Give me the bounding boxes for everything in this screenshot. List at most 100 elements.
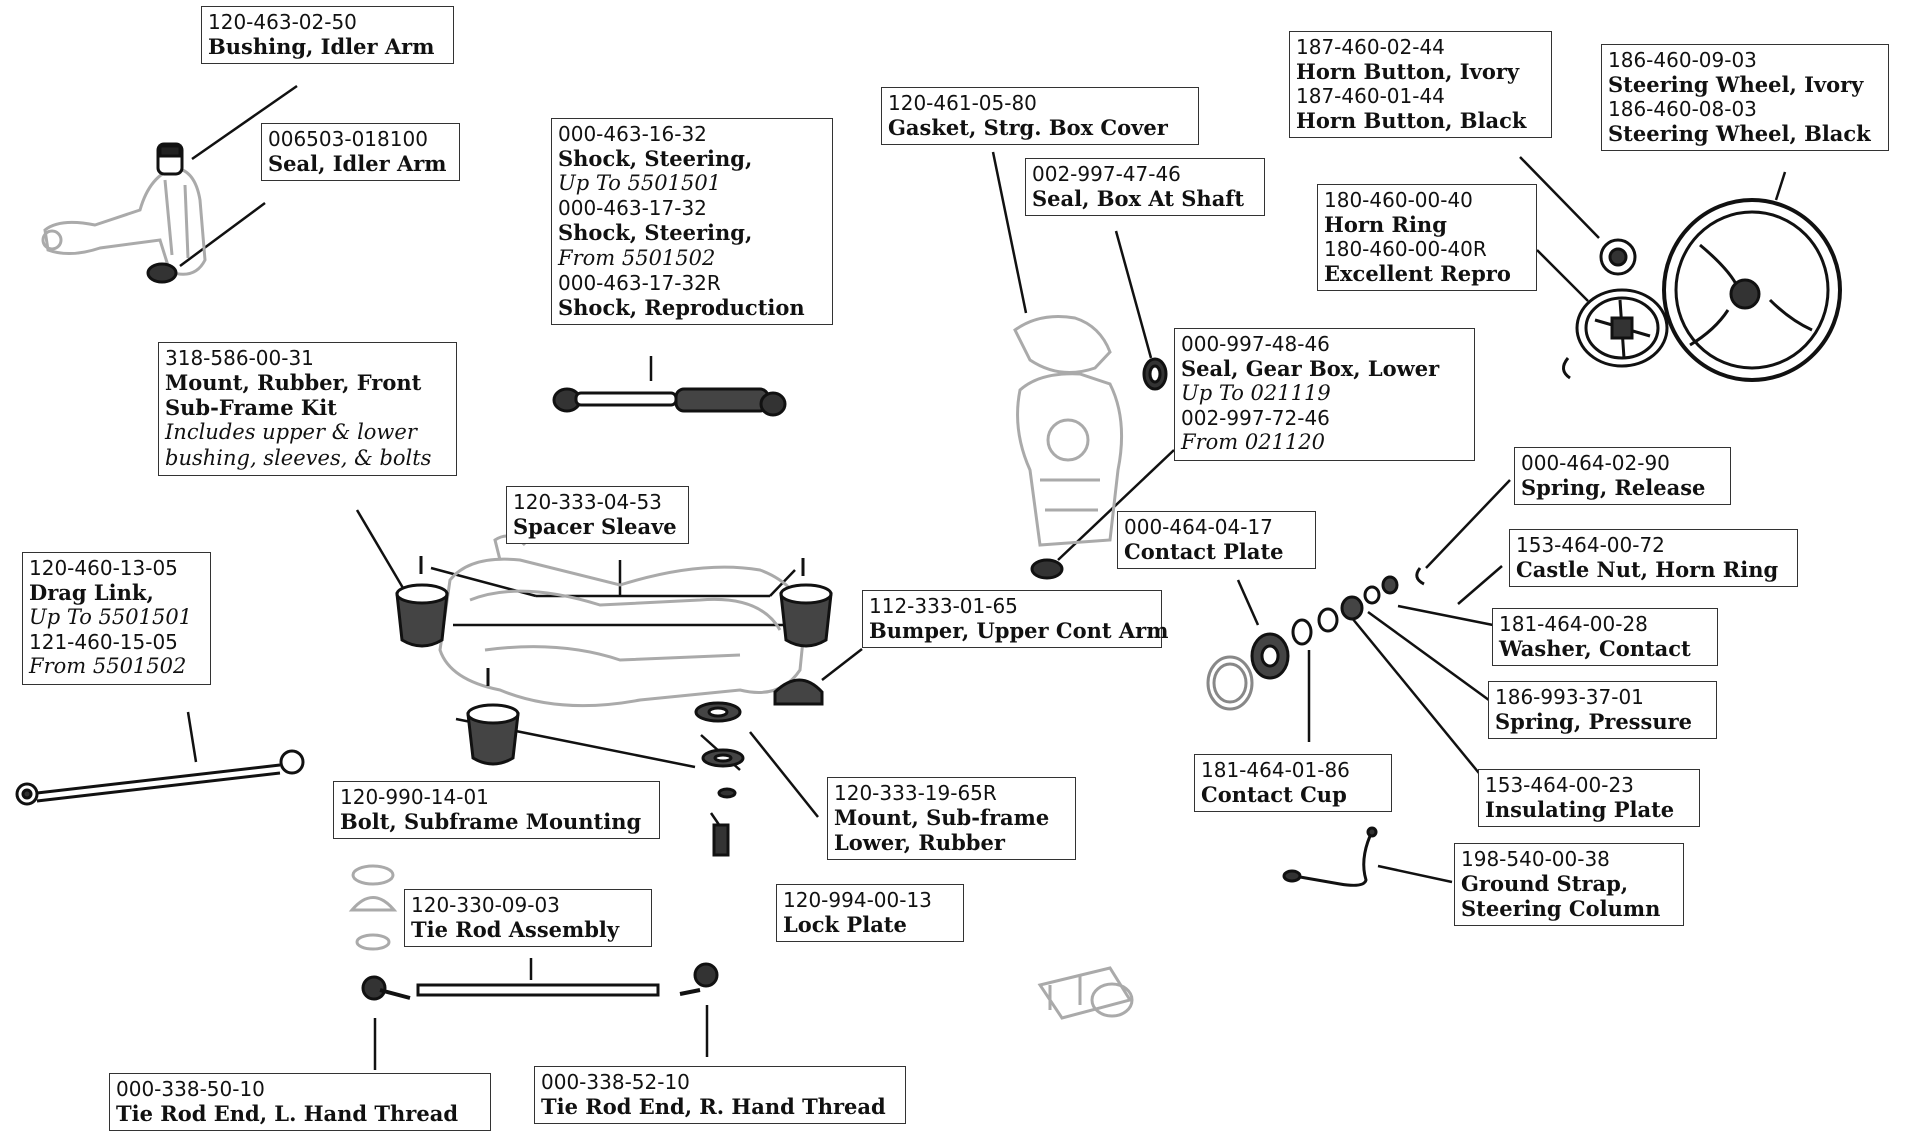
part-number: 120-333-19-65R xyxy=(834,781,997,805)
part-number: 120-333-04-53 xyxy=(513,490,662,514)
callout-mount-subframe-lower: 120-333-19-65R Mount, Sub-frame Lower, R… xyxy=(827,777,1076,861)
part-note: From 5501502 xyxy=(29,654,187,679)
part-name: Mount, Sub-frame xyxy=(834,805,1050,830)
part-number: 187-460-02-44 xyxy=(1296,35,1445,59)
part-name: Gasket, Strg. Box Cover xyxy=(888,115,1168,140)
idler-arm-art xyxy=(41,166,207,276)
part-number: 112-333-01-65 xyxy=(869,594,1018,618)
callout-seal-gear-box-lower: 000-997-48-46 Seal, Gear Box, Lower Up T… xyxy=(1174,328,1475,461)
part-number: 180-460-00-40R xyxy=(1324,237,1487,262)
part-number: 000-464-04-17 xyxy=(1124,515,1273,539)
part-name: Spacer Sleave xyxy=(513,514,677,539)
subframe-art xyxy=(438,534,807,708)
part-number: 187-460-01-44 xyxy=(1296,84,1445,109)
part-name: Lock Plate xyxy=(783,912,907,937)
part-name: Castle Nut, Horn Ring xyxy=(1516,557,1779,582)
steering-box-art xyxy=(1013,315,1124,547)
callout-lock-plate: 120-994-00-13 Lock Plate xyxy=(776,884,964,943)
horn-contact-art xyxy=(1206,567,1425,711)
part-number: 181-464-00-28 xyxy=(1499,612,1648,636)
callout-washer-contact: 181-464-00-28 Washer, Contact xyxy=(1492,608,1718,667)
part-name: Contact Plate xyxy=(1124,539,1284,564)
callout-contact-cup: 181-464-01-86 Contact Cup xyxy=(1194,754,1392,813)
callout-bushing-idler-arm: 120-463-02-50 Bushing, Idler Arm xyxy=(201,6,454,65)
part-number: 002-997-72-46 xyxy=(1181,406,1330,431)
part-number: 318-586-00-31 xyxy=(165,346,314,370)
part-note: From 021120 xyxy=(1181,430,1326,455)
part-number: 153-464-00-23 xyxy=(1485,773,1634,797)
part-number: 000-463-17-32R xyxy=(558,270,721,295)
idler-arm-parts xyxy=(146,142,184,284)
part-name: Drag Link, xyxy=(29,580,154,605)
subframe-mounts xyxy=(395,556,833,857)
column-coupler-art xyxy=(1037,966,1134,1020)
callout-bolt-subframe: 120-990-14-01 Bolt, Subframe Mounting xyxy=(333,781,660,840)
callout-steering-wheel: 186-460-09-03 Steering Wheel, Ivory 186-… xyxy=(1601,44,1889,152)
part-number: 000-464-02-90 xyxy=(1521,451,1670,475)
callout-tie-rod-end-right: 000-338-52-10 Tie Rod End, R. Hand Threa… xyxy=(534,1066,906,1125)
callout-horn-button: 187-460-02-44 Horn Button, Ivory 187-460… xyxy=(1289,31,1552,139)
part-name: Seal, Gear Box, Lower xyxy=(1181,356,1440,381)
part-name: Ground Strap, xyxy=(1461,871,1629,896)
part-name: Sub-Frame Kit xyxy=(165,395,337,421)
callout-contact-plate: 000-464-04-17 Contact Plate xyxy=(1117,511,1316,570)
part-number: 000-338-52-10 xyxy=(541,1070,690,1094)
horn-ring-art xyxy=(1562,288,1669,380)
part-name: Steering Column xyxy=(1461,896,1661,922)
callout-spring-release: 000-464-02-90 Spring, Release xyxy=(1514,447,1731,506)
part-number: 121-460-15-05 xyxy=(29,630,178,655)
ground-strap-art xyxy=(1282,826,1378,887)
callout-tie-rod-assembly: 120-330-09-03 Tie Rod Assembly xyxy=(404,889,652,948)
part-name: Bumper, Upper Cont Arm xyxy=(869,618,1169,643)
part-number: 198-540-00-38 xyxy=(1461,847,1610,871)
part-number: 000-463-17-32 xyxy=(558,196,707,221)
part-number: 120-990-14-01 xyxy=(340,785,489,809)
part-name: Lower, Rubber xyxy=(834,830,1005,856)
callout-spring-pressure: 186-993-37-01 Spring, Pressure xyxy=(1488,681,1717,740)
callout-castle-nut: 153-464-00-72 Castle Nut, Horn Ring xyxy=(1509,529,1798,588)
part-name: Seal, Box At Shaft xyxy=(1032,186,1245,211)
part-name: Shock, Steering, xyxy=(558,146,753,171)
part-note: Includes upper & lower xyxy=(165,420,417,445)
part-name: Bushing, Idler Arm xyxy=(208,34,435,59)
steering-shock-art xyxy=(552,387,787,417)
part-number: 181-464-01-86 xyxy=(1201,758,1350,782)
part-number: 186-460-08-03 xyxy=(1608,97,1757,122)
part-name: Shock, Steering, xyxy=(558,220,753,246)
callout-horn-ring: 180-460-00-40 Horn Ring 180-460-00-40R E… xyxy=(1317,184,1537,292)
part-name: Steering Wheel, Black xyxy=(1608,121,1871,147)
part-note: Up To 021119 xyxy=(1181,381,1331,406)
callout-ground-strap: 198-540-00-38 Ground Strap, Steering Col… xyxy=(1454,843,1684,927)
part-number: 180-460-00-40 xyxy=(1324,188,1473,212)
callout-seal-idler-arm: 006503-018100 Seal, Idler Arm xyxy=(261,123,460,182)
callout-shock-steering: 000-463-16-32 Shock, Steering, Up To 550… xyxy=(551,118,833,325)
part-name: Insulating Plate xyxy=(1485,797,1675,822)
callout-insulating-plate: 153-464-00-23 Insulating Plate xyxy=(1478,769,1700,828)
part-name: Horn Button, Ivory xyxy=(1296,59,1520,84)
callout-bumper-upper-cont-arm: 112-333-01-65 Bumper, Upper Cont Arm xyxy=(862,590,1169,649)
part-name: Mount, Rubber, Front xyxy=(165,370,422,395)
part-name: Horn Button, Black xyxy=(1296,108,1527,134)
part-number: 120-463-02-50 xyxy=(208,10,357,34)
part-number: 000-463-16-32 xyxy=(558,122,707,146)
tie-rod-art xyxy=(348,864,719,1001)
horn-button-art xyxy=(1599,238,1637,276)
part-name: Tie Rod Assembly xyxy=(411,917,620,942)
part-name: Seal, Idler Arm xyxy=(268,151,447,176)
part-note: bushing, sleeves, & bolts xyxy=(165,445,432,470)
part-number: 186-993-37-01 xyxy=(1495,685,1644,709)
part-number: 120-994-00-13 xyxy=(783,888,932,912)
part-number: 002-997-47-46 xyxy=(1032,162,1181,186)
callout-seal-box-shaft: 002-997-47-46 Seal, Box At Shaft xyxy=(1025,158,1265,217)
part-number: 186-460-09-03 xyxy=(1608,48,1757,72)
drag-link-art xyxy=(15,749,305,806)
part-number: 120-460-13-05 xyxy=(29,556,178,580)
steering-box-seals xyxy=(1030,357,1168,580)
part-number: 006503-018100 xyxy=(268,127,428,151)
part-name: Spring, Pressure xyxy=(1495,709,1693,734)
part-note: Up To 5501501 xyxy=(29,605,193,630)
part-name: Steering Wheel, Ivory xyxy=(1608,72,1864,97)
part-number: 000-997-48-46 xyxy=(1181,332,1330,356)
part-name: Excellent Repro xyxy=(1324,261,1511,287)
